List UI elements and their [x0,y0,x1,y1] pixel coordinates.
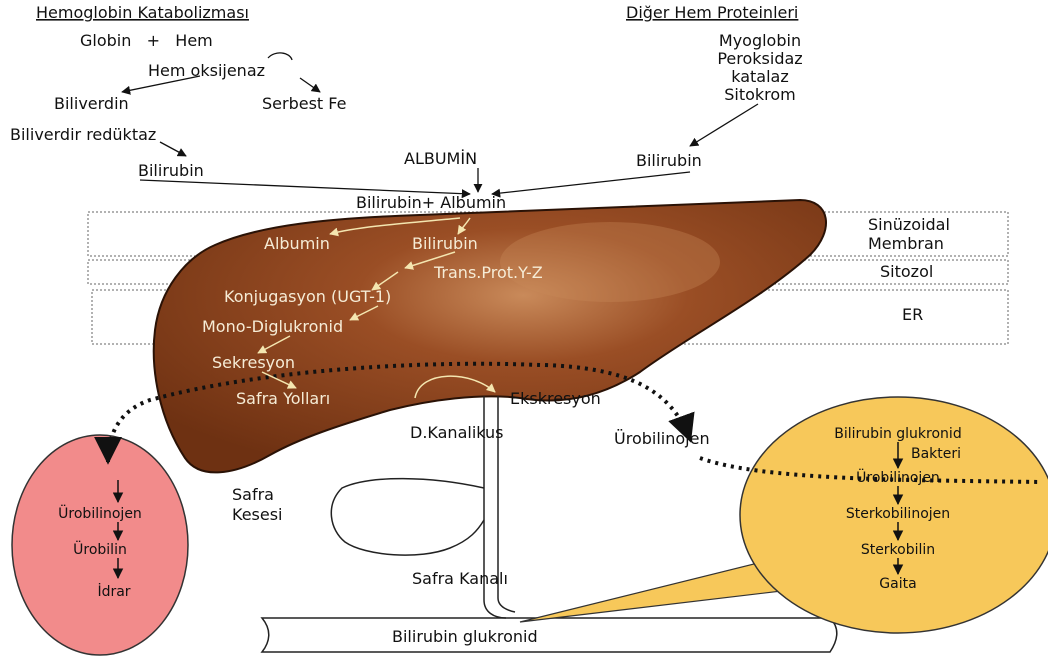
urobilinojen-side-label: Ürobilinojen [614,429,710,448]
liver-bilirubin-label: Bilirubin [412,234,478,253]
mono-diglukronid-label: Mono-Diglukronid [202,317,343,336]
gut-urobilinojen: Ürobilinojen [856,468,940,486]
arrow-to-bilirubin-left [160,142,186,156]
heme-protein-peroksidaz: Peroksidaz [717,49,802,68]
safra-kesesi-line1: Safra [232,485,274,504]
safra-kanali-label: Safra Kanalı [412,569,508,588]
sitozol-label: Sitozol [880,262,933,281]
urine-idrar: İdrar [97,582,130,600]
arrow-sitokrom-to-bilirubin [690,104,758,146]
bilirubin-left-label: Bilirubin [138,161,204,180]
globin-hem-label: Globin + Hem [80,31,213,50]
gut-sterkobilinojen: Sterkobilinojen [846,506,950,522]
biliverdin-label: Biliverdin [54,94,129,113]
gut-sterkobilin: Sterkobilin [861,542,935,558]
albumin-label: ALBUMİN [404,149,477,168]
safra-yollari-label: Safra Yolları [236,389,330,408]
ekskresyon-label: Ekskresyon [510,389,601,408]
er-label: ER [902,305,923,324]
gallbladder-outline [331,479,484,555]
arrow-to-serbest-fe [300,78,320,92]
sinuzoidal-label-line1: Sinüzoidal [868,215,950,234]
d-kanalikus-label: D.Kanalikus [410,423,504,442]
heme-protein-katalaz: katalaz [731,67,789,86]
sinuzoidal-label-line2: Membran [868,234,944,253]
urine-urobilinojen: Ürobilinojen [58,504,142,522]
urine-urobilin: Ürobilin [73,540,127,558]
sekresyon-label: Sekresyon [212,353,295,372]
biliverdin-reduktaz-label: Biliverdir redüktaz [10,125,156,144]
liver-highlight [500,222,720,302]
liver-albumin-label: Albumin [264,234,330,253]
serbest-fe-label: Serbest Fe [262,94,346,113]
arrow-bilirubin-left-to-center [140,180,470,194]
arrow-bilirubin-right-to-center [492,172,690,194]
hemoglobin-catabolism-heading: Hemoglobin Katabolizması [36,3,249,22]
heme-protein-sitokrom: Sitokrom [724,85,796,104]
trans-prot-label: Trans.Prot.Y-Z [433,263,543,282]
bilirubin-albumin-label: Bilirubin+ Albumin [356,193,506,212]
other-heme-proteins-heading: Diğer Hem Proteinleri [626,3,798,22]
gut-gaita: Gaita [879,576,916,592]
intestine-outline [262,618,837,652]
bilirubin-glukronid-bottom: Bilirubin glukronid [392,627,538,646]
gut-bakteri: Bakteri [911,446,961,462]
hem-oksijenaz-label: Hem oksijenaz [148,61,265,80]
konjugasyon-label: Konjugasyon (UGT-1) [224,287,391,306]
safra-kesesi-line2: Kesesi [232,505,283,524]
gut-bilirubin-glukronid: Bilirubin glukronid [834,426,961,442]
arrow-globin-to-hem-oksijenaz [268,53,292,60]
bilirubin-right-label: Bilirubin [636,151,702,170]
heme-protein-myoglobin: Myoglobin [719,31,801,50]
gut-callout-tail [520,560,790,622]
